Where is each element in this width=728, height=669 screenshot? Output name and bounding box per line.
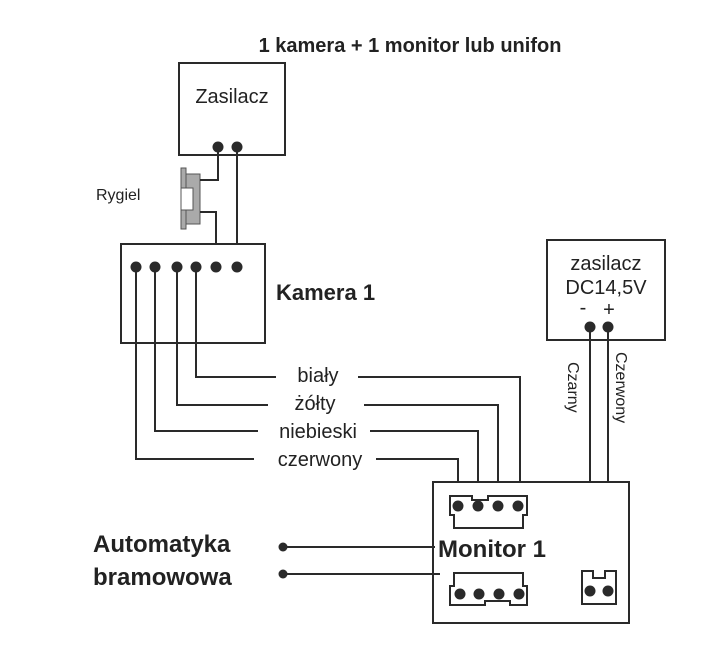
- wire-blue-right: [370, 430, 479, 505]
- lock-label: Rygiel: [96, 187, 140, 204]
- wire-blue-label: niebieski: [279, 421, 357, 443]
- wire-yellow-right: [364, 404, 499, 505]
- monitor-label: Monitor 1: [438, 536, 546, 563]
- monitor-outline: [432, 481, 630, 624]
- wire-red-power-label: Czerwony: [612, 352, 629, 423]
- camera-box: [120, 243, 266, 344]
- gate-automation-label-line1: Automatyka: [93, 531, 231, 558]
- camera-label: Kamera 1: [276, 280, 375, 305]
- monitor-automation-pin-1: [454, 588, 466, 600]
- monitor-signal-pin-1: [452, 500, 464, 512]
- wire-white-label: biały: [297, 365, 338, 387]
- dc-supply-minus-label: -: [580, 297, 587, 319]
- dc-supply-plus-label: +: [603, 299, 615, 321]
- dc-supply-label-line1: zasilacz: [570, 253, 641, 275]
- camera-outline: [120, 243, 266, 344]
- wire-supply-to-lock: [200, 147, 219, 181]
- gate-automation-label-line2: bramowowa: [93, 564, 232, 591]
- monitor-power-pin-minus: [584, 585, 596, 597]
- monitor-automation-pin-3: [493, 588, 505, 600]
- camera-terminal-5: [210, 261, 222, 273]
- monitor-automation-pin-4: [513, 588, 525, 600]
- power-supply-label: Zasilacz: [195, 86, 268, 108]
- camera-terminal-6: [231, 261, 243, 273]
- monitor-power-connector: [581, 570, 617, 605]
- lock-component: Rygiel: [96, 167, 201, 230]
- wire-red-left: [135, 267, 254, 460]
- dc-supply-label-line2: DC14,5V: [565, 277, 647, 299]
- monitor-automation-connector: [449, 572, 528, 606]
- monitor-signal-pin-4: [512, 500, 524, 512]
- wire-white-right: [358, 376, 521, 505]
- monitor-signal-connector: [449, 495, 528, 529]
- diagram-title: 1 kamera + 1 monitor lub unifon: [259, 35, 562, 57]
- dc-supply-box: zasilacz DC14,5V - +: [546, 239, 666, 341]
- lock-bolt: [180, 187, 194, 211]
- wire-yellow-label: żółty: [294, 393, 335, 415]
- power-supply-box: Zasilacz: [178, 62, 286, 156]
- wire-blue-left: [154, 267, 258, 432]
- wire-red-label: czerwony: [278, 449, 362, 471]
- power-supply-outline: [178, 62, 286, 156]
- wire-white-left: [195, 267, 276, 378]
- wire-yellow-left: [176, 267, 268, 406]
- monitor-automation-pin-2: [473, 588, 485, 600]
- monitor-box: [432, 481, 630, 624]
- wire-black-label: Czarny: [564, 362, 581, 413]
- monitor-signal-pin-2: [472, 500, 484, 512]
- monitor-power-pin-plus: [602, 585, 614, 597]
- monitor-signal-pin-3: [492, 500, 504, 512]
